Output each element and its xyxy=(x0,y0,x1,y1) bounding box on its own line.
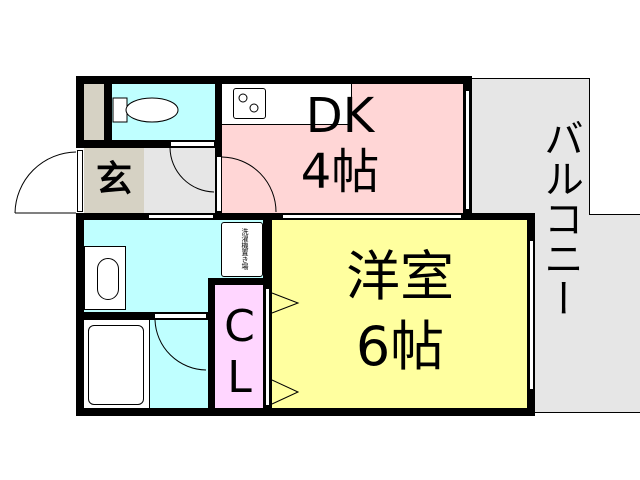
western-size: 6帖 xyxy=(355,315,445,378)
dk-size: 4帖 xyxy=(300,144,380,200)
closet-label-c: C xyxy=(224,301,255,352)
western-room xyxy=(272,220,528,409)
balcony-fill xyxy=(520,80,589,230)
wall xyxy=(76,76,84,148)
wall xyxy=(104,84,112,141)
window-western xyxy=(529,240,534,390)
toilet-icon xyxy=(112,97,179,123)
washroom-door-opening[interactable] xyxy=(148,214,214,219)
closet-door[interactable] xyxy=(265,288,270,406)
window-dk xyxy=(465,90,470,210)
wall xyxy=(215,84,222,214)
western-name: 洋室 xyxy=(346,245,454,308)
toilet-door-swing xyxy=(169,147,215,193)
sink-basin xyxy=(97,258,119,300)
washer-label: 洗濯機置き場 xyxy=(241,228,249,270)
entrance-label: 玄 xyxy=(95,159,132,200)
dk-name: DK xyxy=(305,88,375,144)
closet-door-marks xyxy=(271,292,300,405)
dk-door-opening[interactable] xyxy=(216,156,222,212)
bath-door-opening[interactable] xyxy=(154,313,207,319)
closet-label-l: L xyxy=(227,352,252,403)
wall xyxy=(76,76,472,84)
wall xyxy=(76,213,84,416)
bathtub xyxy=(84,320,150,409)
toilet-door-opening[interactable] xyxy=(170,141,215,147)
wall xyxy=(76,408,535,416)
wall xyxy=(84,140,216,148)
sliding-door-dk[interactable] xyxy=(282,214,462,219)
bathtub-inner xyxy=(88,325,144,405)
wall xyxy=(208,278,264,285)
washer-space xyxy=(221,222,263,277)
entrance-door-swing xyxy=(14,151,77,214)
stove-burners-icon xyxy=(238,93,259,113)
hallway xyxy=(144,148,216,214)
balcony-label: バルコニー xyxy=(537,118,583,318)
balcony-lower xyxy=(532,214,640,413)
entrance-door-opening[interactable] xyxy=(77,150,83,212)
dk-door-swing xyxy=(221,156,277,213)
closet xyxy=(215,285,264,409)
wall xyxy=(208,278,215,416)
entrance xyxy=(84,148,144,214)
storage xyxy=(84,84,104,141)
stove-icon xyxy=(233,88,266,119)
bath-door-swing xyxy=(154,319,207,371)
wall xyxy=(84,312,208,320)
